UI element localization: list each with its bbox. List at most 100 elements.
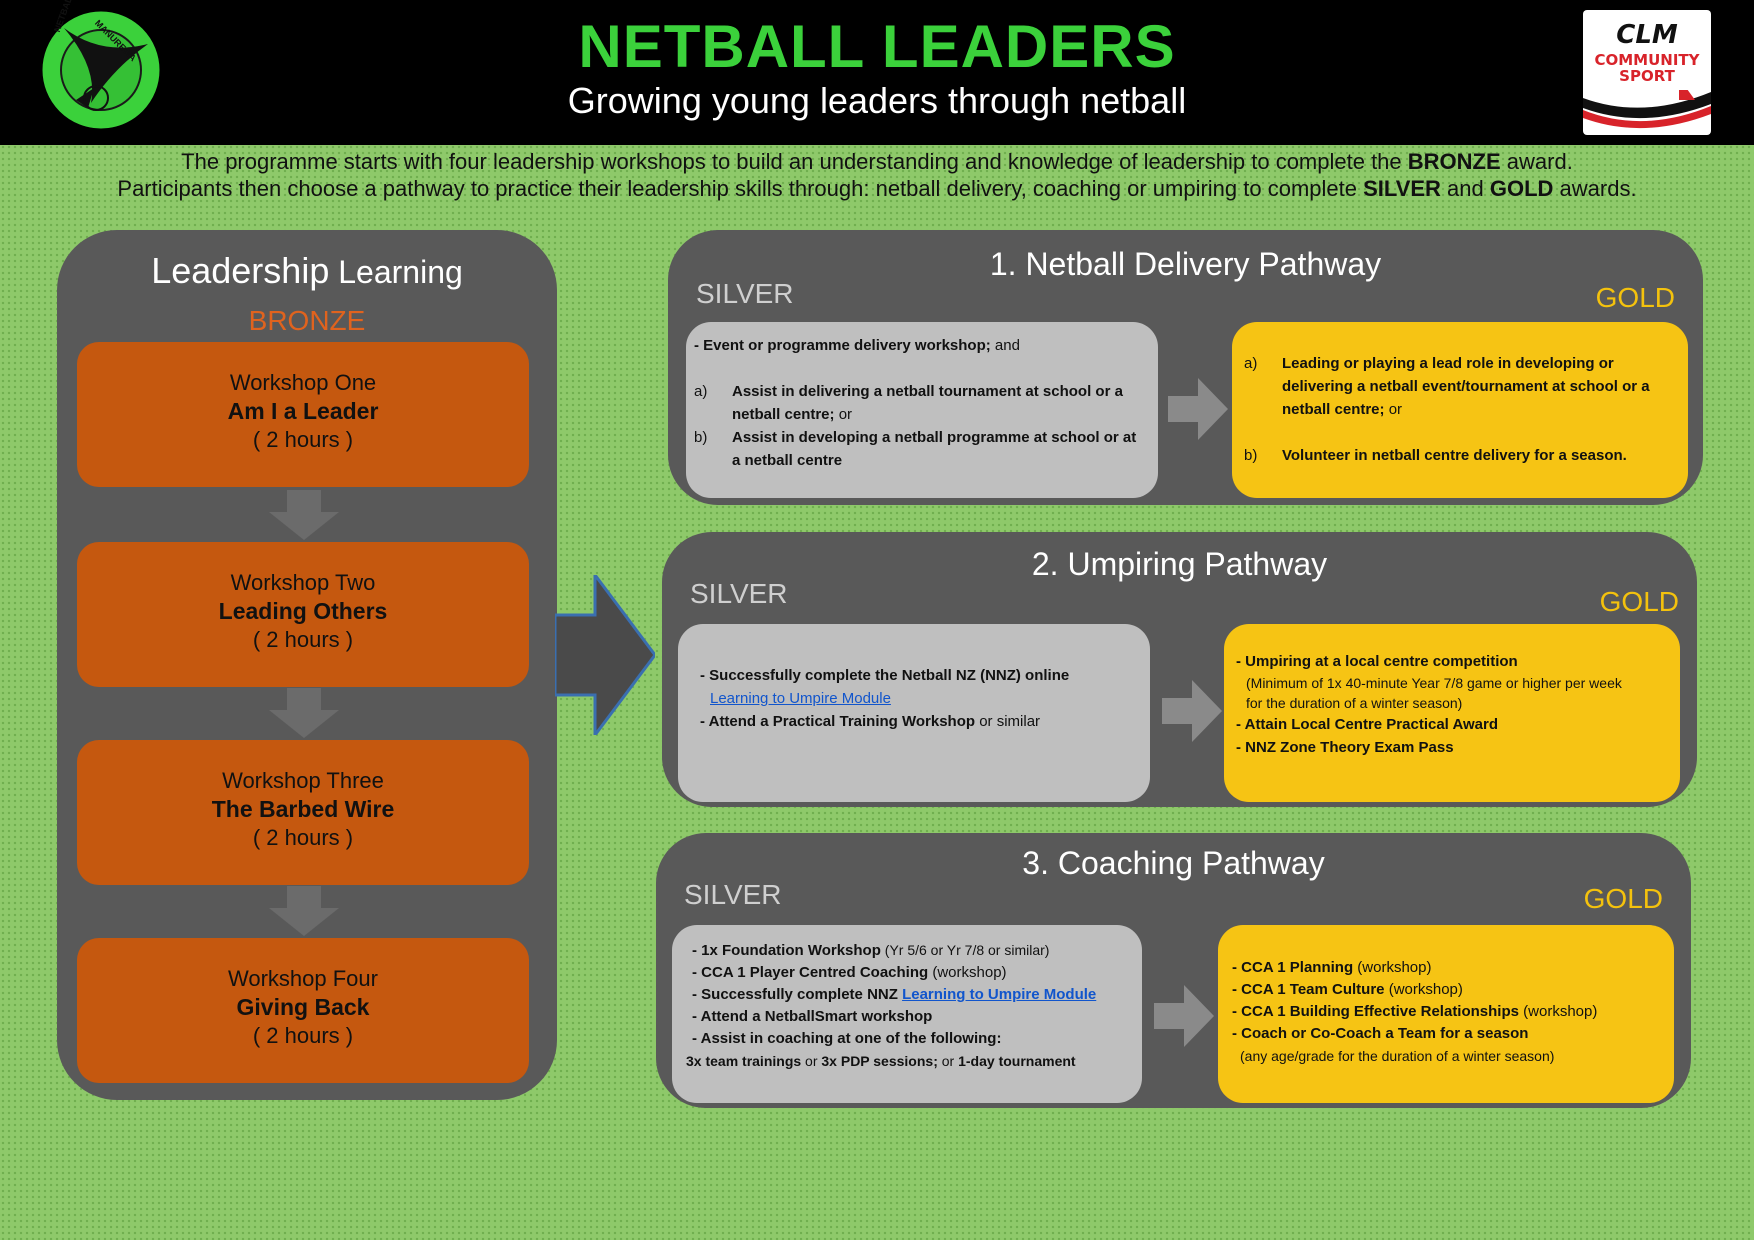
delivery-gold-box: a) Leading or playing a lead role in deve… (1232, 322, 1688, 498)
workshop-name: The Barbed Wire (211, 796, 395, 822)
learning-to-umpire-link[interactable]: Learning to Umpire Module (710, 690, 891, 707)
umpiring-gold-label: GOLD (1599, 586, 1679, 617)
item-bold: Volunteer in netball centre delivery for… (1282, 447, 1627, 464)
intro-silver: SILVER (1363, 176, 1441, 201)
pathway-arrow-icon (555, 575, 655, 735)
umpiring-silver-box: - Successfully complete the Netball NZ (… (678, 624, 1150, 802)
umpiring-pathway: 2. Umpiring Pathway SILVER GOLD - Succes… (662, 532, 1697, 807)
coaching-silver-item-4: - Attend a NetballSmart workshop (692, 1006, 1132, 1028)
workshop-name: Giving Back (236, 994, 370, 1020)
item-bold: - Umpiring at a local centre competition (1236, 653, 1518, 670)
item-bold: 1-day tournament (958, 1053, 1076, 1069)
workshop-duration: ( 2 hours ) (252, 1023, 354, 1048)
coaching-silver-item-5: - Assist in coaching at one of the follo… (692, 1028, 1132, 1050)
coaching-gold-label: GOLD (1583, 883, 1663, 914)
workshop-name: Am I a Leader (227, 398, 379, 424)
coaching-silver-item-1: - 1x Foundation Workshop (Yr 5/6 or Yr 7… (692, 939, 1132, 962)
intro-line-1: The programme starts with four leadershi… (0, 148, 1754, 175)
clm-lines: COMMUNITY SPORT (1583, 52, 1711, 84)
delivery-gold-label: GOLD (1595, 282, 1675, 313)
netball-manurewa-logo (39, 8, 163, 132)
delivery-gold-item-b: b) Volunteer in netball centre delivery f… (1244, 444, 1674, 467)
down-arrow-icon (269, 886, 339, 936)
item-label: b) (1244, 447, 1258, 464)
coaching-silver-item-2: - CCA 1 Player Centred Coaching (worksho… (692, 962, 1132, 984)
workshop-duration: ( 2 hours ) (252, 427, 354, 452)
item-rest: (workshop) (1353, 959, 1432, 976)
item-rest: or (834, 406, 853, 423)
clm-community-sport-logo: CLM COMMUNITY SPORT (1583, 10, 1711, 135)
coaching-gold-item-1: - CCA 1 Planning (workshop) (1232, 957, 1664, 979)
learning-to-umpire-link[interactable]: Learning to Umpire Module (902, 986, 1097, 1003)
workshop-label: Workshop Four (228, 966, 378, 991)
item-bold: - 1x Foundation Workshop (692, 942, 881, 959)
clm-line-2: SPORT (1619, 67, 1675, 85)
down-arrow-icon (269, 490, 339, 540)
delivery-silver-item-b: b)Assist in developing a netball program… (694, 426, 1148, 472)
workshop-two: Workshop Two Leading Others ( 2 hours ) (77, 542, 529, 687)
workshop-duration: ( 2 hours ) (252, 825, 354, 850)
item-bold: - CCA 1 Building Effective Relationships (1232, 1003, 1519, 1020)
item-bold: - Attain Local Centre Practical Award (1236, 716, 1499, 733)
clm-line-1: COMMUNITY (1594, 51, 1700, 69)
item-rest: (workshop) (1518, 1003, 1598, 1020)
umpiring-gold-item-2: - Attain Local Centre Practical Award (1236, 713, 1670, 736)
item-bold: - CCA 1 Player Centred Coaching (692, 964, 929, 981)
workshop-three: Workshop Three The Barbed Wire ( 2 hours… (77, 740, 529, 885)
intro-line2-e: awards. (1553, 176, 1637, 201)
umpiring-pathway-title: 2. Umpiring Pathway (1031, 546, 1328, 582)
item-bold: - NNZ Zone Theory Exam Pass (1236, 739, 1454, 756)
umpiring-gold-box: - Umpiring at a local centre competition… (1224, 624, 1680, 802)
coaching-silver-item-6: 3x team trainings or 3x PDP sessions; or… (686, 1050, 1132, 1072)
item-bold: - Assist in coaching at one of the follo… (692, 1030, 1002, 1047)
intro-line2-c: and (1440, 176, 1490, 201)
delivery-silver-intro-rest: and (990, 337, 1020, 354)
umpiring-gold-item-1-note-1: (Minimum of 1x 40-minute Year 7/8 game o… (1246, 675, 1622, 691)
page-subtitle: Growing young leaders through netball (567, 80, 1187, 121)
item-bold: 3x PDP sessions; (821, 1053, 938, 1069)
down-arrow-icon (269, 688, 339, 738)
item-rest: or similar (975, 713, 1041, 730)
umpiring-silver-item-1-link: Learning to Umpire Module (700, 687, 1140, 710)
coaching-silver-box: - 1x Foundation Workshop (Yr 5/6 or Yr 7… (672, 925, 1142, 1103)
coaching-gold-item-4: - Coach or Co-Coach a Team for a season (1232, 1023, 1664, 1045)
coaching-gold-item-2: - CCA 1 Team Culture (workshop) (1232, 979, 1664, 1001)
coaching-silver-label: SILVER (684, 879, 782, 910)
coaching-gold-box: - CCA 1 Planning (workshop) - CCA 1 Team… (1218, 925, 1674, 1103)
item-bold: - CCA 1 Planning (1232, 959, 1354, 976)
intro-gold: GOLD (1489, 176, 1554, 201)
item-bold: - Coach or Co-Coach a Team for a season (1232, 1025, 1529, 1042)
item-bold: - Attend a Practical Training Workshop (700, 713, 976, 730)
workshop-one: Workshop One Am I a Leader ( 2 hours ) (77, 342, 529, 487)
umpiring-silver-item-2: - Attend a Practical Training Workshop o… (700, 710, 1140, 733)
right-arrow-icon (1162, 680, 1222, 742)
clm-brand: CLM (1616, 20, 1678, 50)
item-bold: Leading or playing a lead role in develo… (1282, 355, 1650, 418)
leadership-title-b: Learning (329, 254, 463, 290)
item-rest: (Yr 5/6 or Yr 7/8 or similar) (880, 942, 1050, 958)
umpiring-gold-item-3: - NNZ Zone Theory Exam Pass (1236, 736, 1670, 759)
workshop-duration: ( 2 hours ) (252, 627, 354, 652)
workshop-label: Workshop One (229, 370, 377, 395)
coaching-gold-item-3: - CCA 1 Building Effective Relationships… (1232, 1001, 1664, 1023)
delivery-silver-intro: - Event or programme delivery workshop; … (694, 334, 1148, 357)
page-title: NETBALL LEADERS (578, 13, 1176, 80)
right-arrow-icon (1154, 985, 1214, 1047)
workshop-label: Workshop Two (230, 570, 376, 595)
workshop-four: Workshop Four Giving Back ( 2 hours ) (77, 938, 529, 1083)
delivery-silver-box: - Event or programme delivery workshop; … (686, 322, 1158, 498)
item-bold: 3x team trainings (686, 1053, 802, 1069)
item-rest: or (937, 1053, 959, 1069)
delivery-gold-item-a: a) Leading or playing a lead role in deve… (1244, 352, 1674, 421)
item-label: a) (1244, 355, 1258, 372)
item-rest: or (1384, 401, 1403, 418)
item-label: b) (694, 429, 708, 446)
intro-line1-c: award. (1500, 149, 1573, 174)
item-label: a) (694, 383, 708, 400)
umpiring-silver-item-1: - Successfully complete the Netball NZ (… (700, 664, 1140, 687)
item-bold: - Successfully complete the Netball NZ (… (700, 667, 1070, 684)
umpiring-gold-item-1-note-2: for the duration of a winter season) (1246, 695, 1463, 711)
delivery-silver-intro-bold: - Event or programme delivery workshop; (694, 337, 991, 354)
workshop-label: Workshop Three (222, 768, 384, 793)
right-arrow-icon (1168, 378, 1228, 440)
